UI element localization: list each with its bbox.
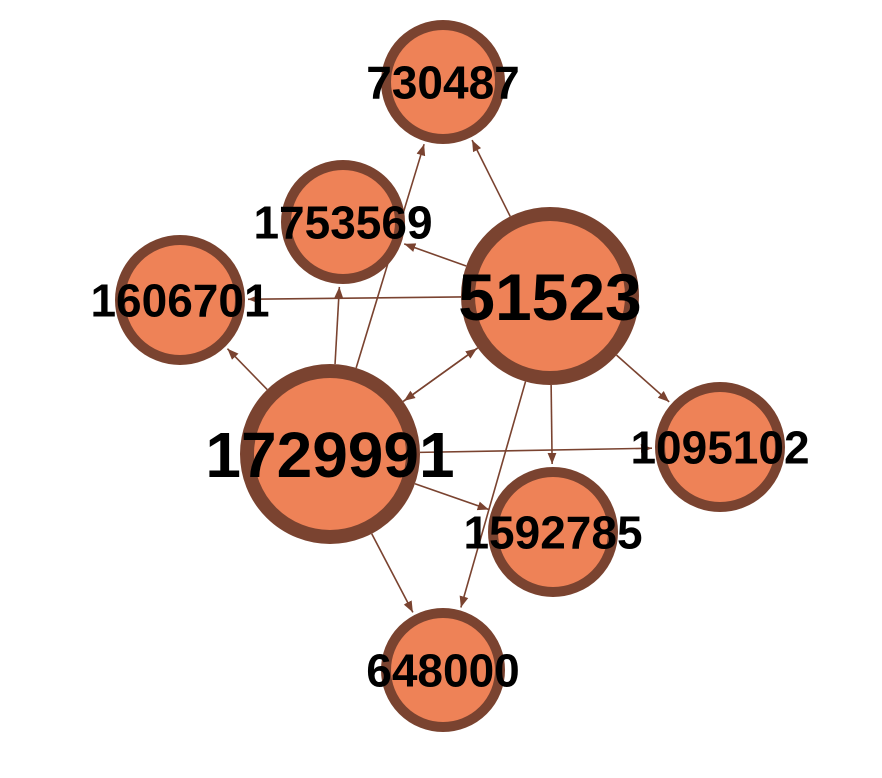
node-label: 1095102 [630, 422, 809, 474]
edge-51523-to-1753569 [403, 243, 467, 267]
node-label: 1729991 [205, 419, 454, 491]
node-label: 51523 [458, 260, 642, 334]
edge-51523-to-648000 [459, 381, 527, 608]
node-label: 730487 [366, 57, 520, 109]
nodes [115, 20, 785, 732]
node-648000[interactable] [381, 608, 505, 732]
edge-1729991-to-1606701 [226, 348, 268, 391]
node-1606701[interactable] [115, 235, 245, 365]
edge-1729991-to-1095102 [419, 443, 653, 454]
edge-1729991-to-1592785 [414, 482, 490, 511]
node-1592785[interactable] [488, 467, 618, 597]
edge-51523-to-730487 [471, 139, 511, 217]
node-730487[interactable] [381, 20, 505, 144]
edge-51523-to-1095102 [616, 354, 670, 403]
edges [226, 139, 670, 613]
edge-51523-to-1592785 [547, 384, 557, 465]
edge-51523-to-1729991 [403, 347, 479, 402]
edge-1729991-to-648000 [371, 533, 414, 613]
node-51523[interactable] [461, 207, 639, 385]
labels: 730487 1753569 1606701 51523 1729991 1095102 1… [90, 57, 809, 697]
node-label: 648000 [366, 645, 520, 697]
node-label: 1606701 [90, 275, 269, 327]
node-label: 1592785 [463, 507, 642, 559]
edge-51523-to-1606701 [247, 294, 462, 304]
node-1729991[interactable] [240, 364, 420, 544]
node-1095102[interactable] [655, 382, 785, 512]
node-1753569[interactable] [281, 160, 405, 284]
edge-1729991-to-1753569 [334, 286, 344, 365]
node-label: 1753569 [253, 197, 432, 249]
